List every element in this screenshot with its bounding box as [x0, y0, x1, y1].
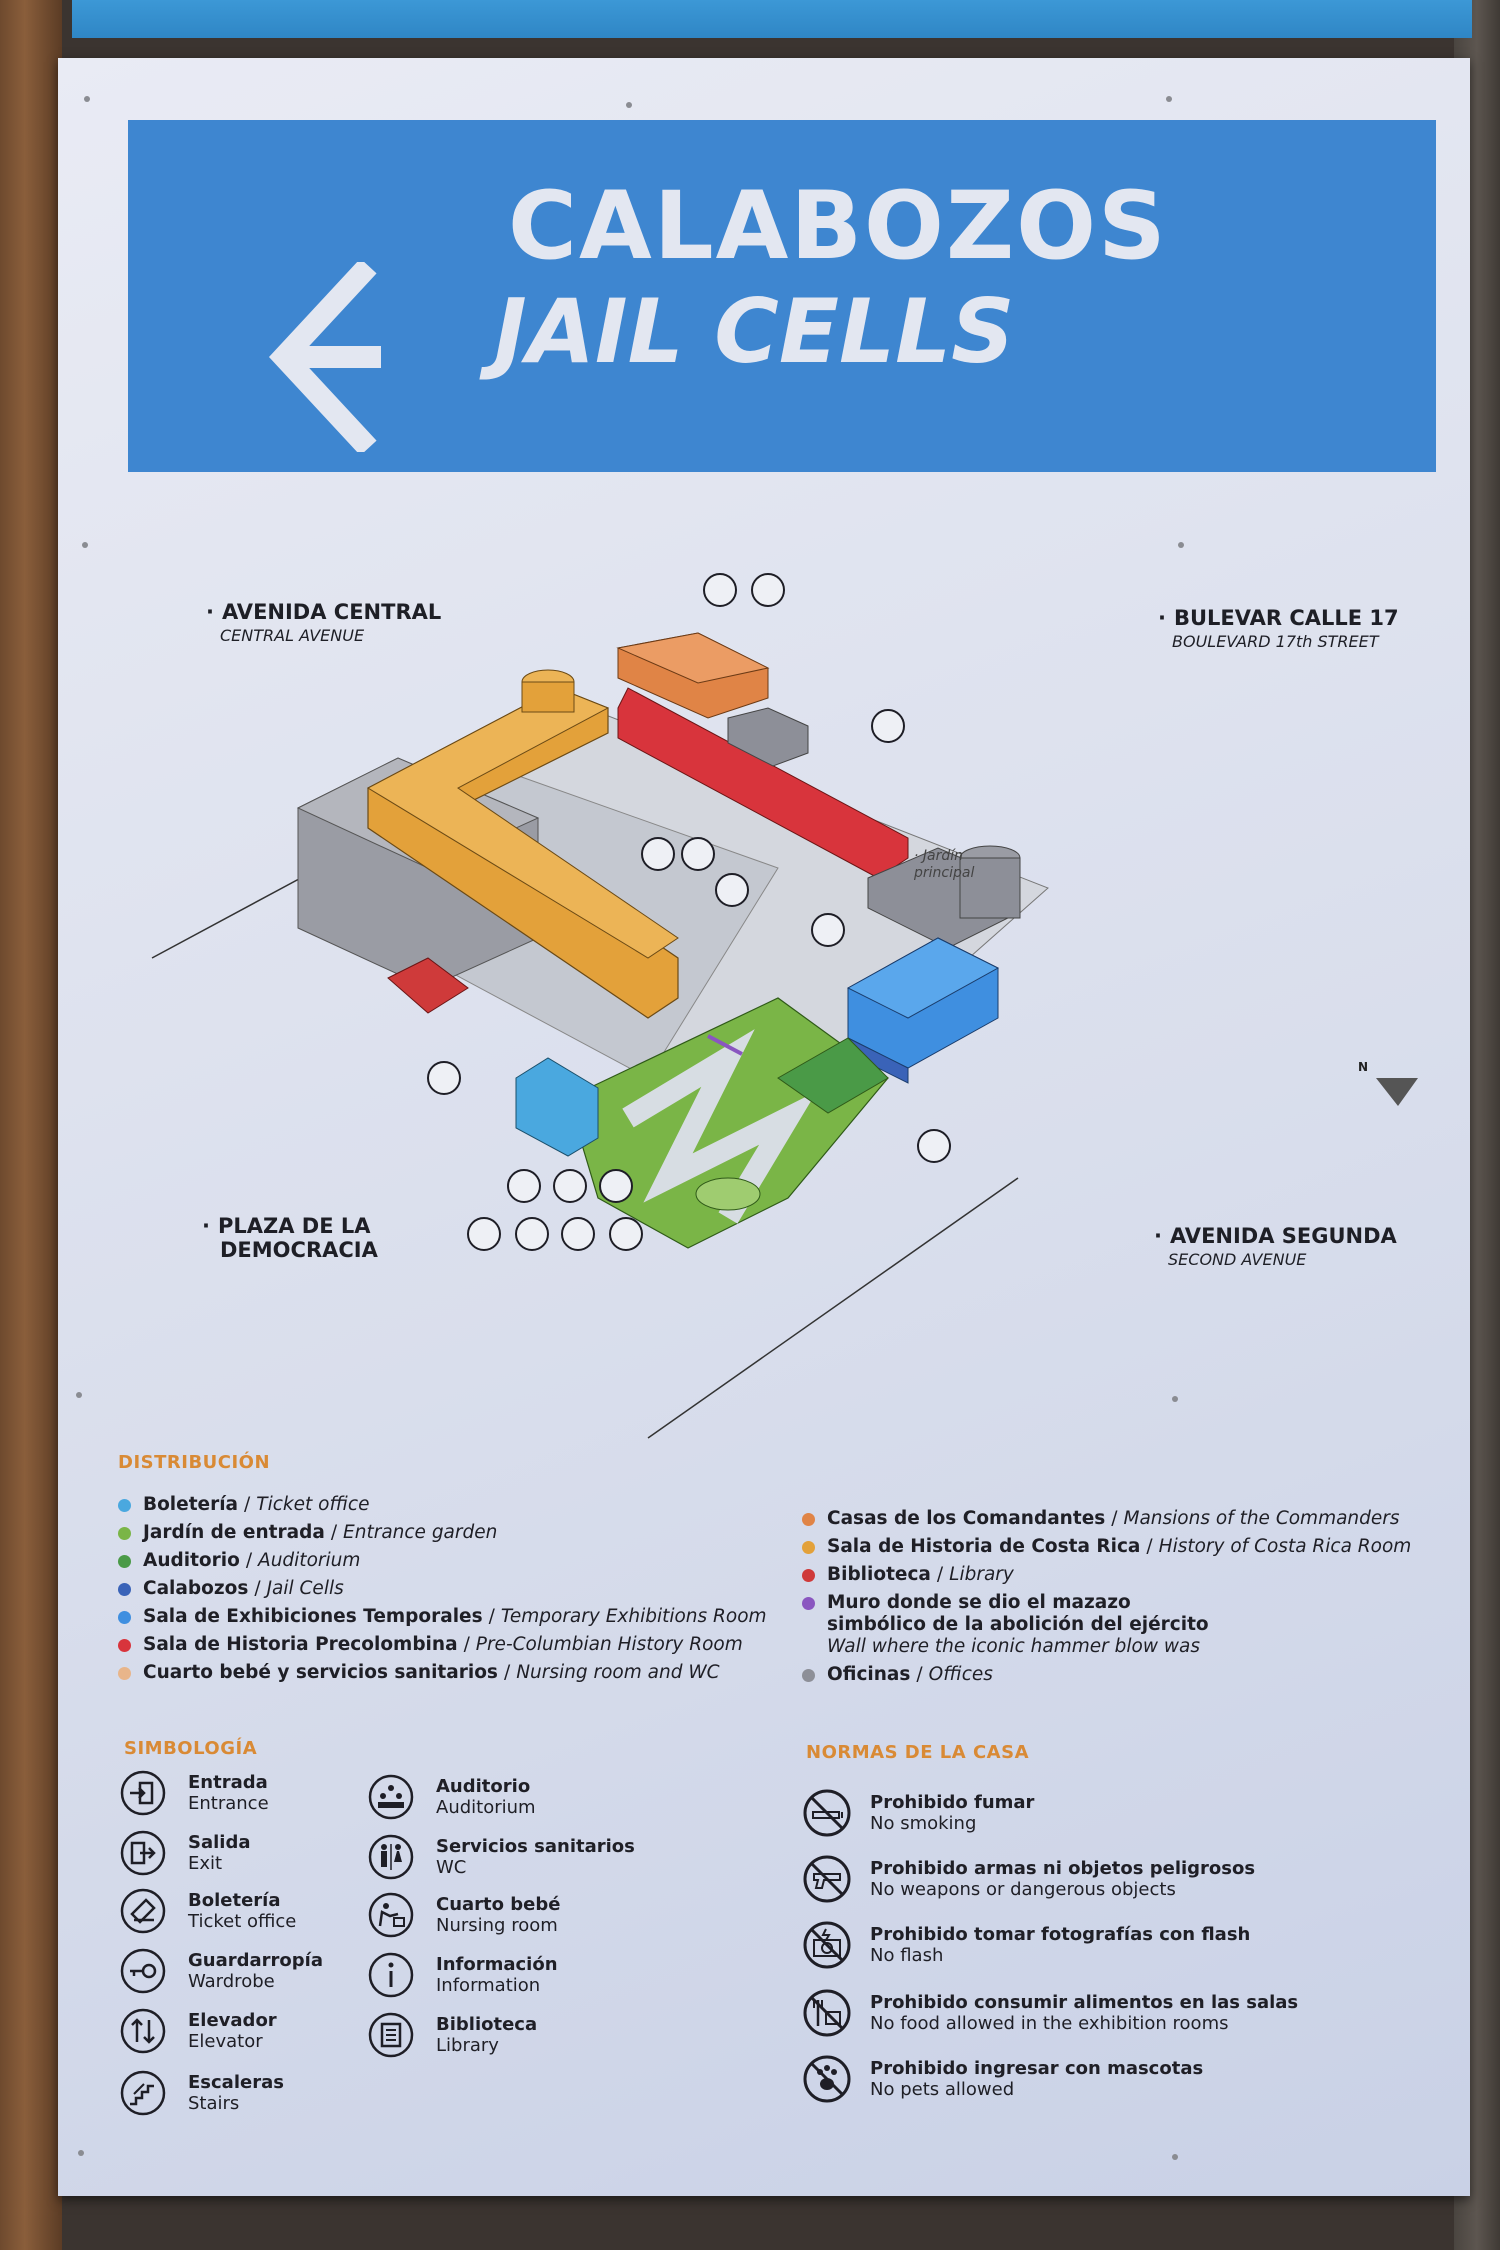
color-swatch: [118, 1667, 131, 1680]
legend-item: Sala de Historia de Costa Rica/History o…: [802, 1536, 1411, 1564]
no-weapons-icon: [803, 1855, 851, 1903]
color-swatch: [802, 1541, 815, 1554]
north-indicator: N: [1358, 1060, 1369, 1074]
entrance-icon: [120, 1770, 166, 1816]
wooden-post: [0, 0, 62, 2250]
screw: [1172, 1396, 1178, 1402]
distribution-legend-left: Boletería/Ticket office Jardín de entrad…: [118, 1494, 767, 1690]
wc-icon: [368, 1834, 414, 1880]
color-swatch: [802, 1597, 815, 1610]
auditorium-icon: [368, 1774, 414, 1820]
street-avenida-segunda: ·AVENIDA SEGUNDA SECOND AVENUE: [1154, 1224, 1397, 1269]
banner-title: CALABOZOS: [508, 172, 1168, 281]
color-swatch: [118, 1527, 131, 1540]
color-swatch: [118, 1639, 131, 1652]
museum-map: [151, 573, 1418, 1439]
legend-item: Cuarto bebé y servicios sanitarios/Nursi…: [118, 1662, 767, 1690]
legend-item: Sala de Historia Precolombina/Pre-Columb…: [118, 1634, 767, 1662]
street-plaza-democracia: ·PLAZA DE LA DEMOCRACIA: [202, 1214, 378, 1262]
color-swatch: [118, 1499, 131, 1512]
nursing-icon: [368, 1892, 414, 1938]
stairs-icon: [120, 2070, 166, 2116]
no-smoking-icon: [803, 1789, 851, 1837]
no-flash-icon: [803, 1921, 851, 1969]
legend-item: Oficinas/Offices: [802, 1664, 1411, 1692]
rule-no-food: Prohibido consumir alimentos en las sala…: [802, 1988, 1298, 2038]
street-bulevar-calle-17: ·BULEVAR CALLE 17 BOULEVARD 17th STREET: [1158, 606, 1399, 651]
distribution-heading: DISTRIBUCIÓN: [118, 1452, 271, 1473]
upper-sign-edge: [72, 0, 1472, 38]
legend-item: Auditorio/Auditorium: [118, 1550, 767, 1578]
no-pets-icon: [803, 2055, 851, 2103]
screw: [76, 1392, 82, 1398]
title-banner: [128, 120, 1436, 472]
screw: [82, 542, 88, 548]
sign-board: · Jardín principal N ·AVENIDA CENTRAL CE…: [58, 58, 1470, 2196]
street-avenida-central: ·AVENIDA CENTRAL CENTRAL AVENUE: [206, 600, 442, 645]
legend-item: Casas de los Comandantes/Mansions of the…: [802, 1508, 1411, 1536]
info-icon: [368, 1952, 414, 1998]
legend-item: Calabozos/Jail Cells: [118, 1578, 767, 1606]
key-icon: [120, 1948, 166, 1994]
color-swatch: [118, 1611, 131, 1624]
color-swatch: [118, 1583, 131, 1596]
symbology-heading: SIMBOLOGÍA: [124, 1738, 258, 1759]
legend-item: Boletería/Ticket office: [118, 1494, 767, 1522]
screw: [1166, 96, 1172, 102]
screw: [84, 96, 90, 102]
no-food-icon: [803, 1989, 851, 2037]
rules-heading: NORMAS DE LA CASA: [806, 1742, 1030, 1763]
color-swatch: [802, 1569, 815, 1582]
color-swatch: [802, 1513, 815, 1526]
color-swatch: [118, 1555, 131, 1568]
distribution-legend-right: Casas de los Comandantes/Mansions of the…: [802, 1508, 1411, 1692]
legend-item: Jardín de entrada/Entrance garden: [118, 1522, 767, 1550]
arrow-left-icon: [268, 262, 381, 452]
exit-icon: [120, 1830, 166, 1876]
ticket-icon: [120, 1888, 166, 1934]
legend-item: Muro donde se dio el mazazo simbólico de…: [802, 1592, 1411, 1658]
legend-item: Sala de Exhibiciones Temporales/Temporar…: [118, 1606, 767, 1634]
garden-label: · Jardín principal: [914, 848, 975, 881]
screw: [626, 102, 632, 108]
banner-subtitle: JAIL CELLS: [494, 280, 1015, 383]
library-icon: [368, 2012, 414, 2058]
color-swatch: [802, 1669, 815, 1682]
legend-item: Biblioteca/Library: [802, 1564, 1411, 1592]
screw: [1172, 2154, 1178, 2160]
screw: [1178, 542, 1184, 548]
screw: [78, 2150, 84, 2156]
elevator-icon: [120, 2008, 166, 2054]
